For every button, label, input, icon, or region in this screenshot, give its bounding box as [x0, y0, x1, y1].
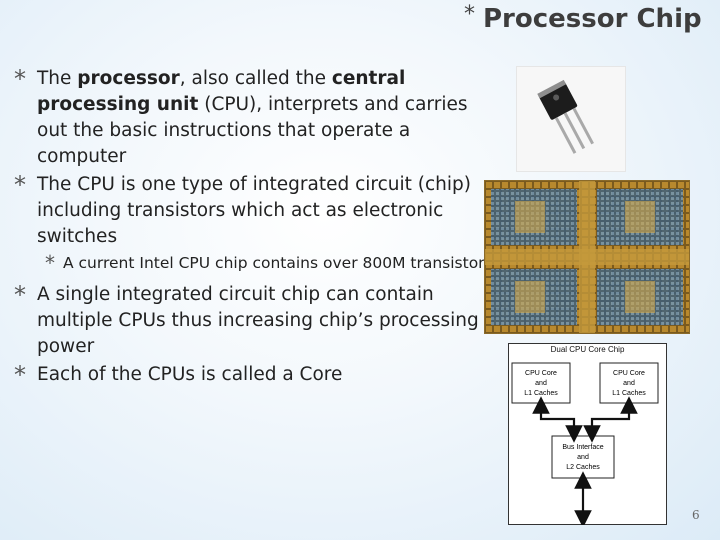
page-number: 6 [692, 508, 700, 522]
processor-die-photo [484, 180, 690, 334]
bullet-star: * [14, 171, 26, 199]
bullet-multiple-cpus: * A single integrated circuit chip can c… [14, 281, 479, 357]
cpu-core-1-and: and [535, 380, 547, 387]
chip-package-illustration [537, 79, 594, 154]
dual-core-diagram-svg: Dual CPU Core Chip CPU Core and L1 Cache… [508, 343, 667, 528]
cpu-core-1-cache: L1 Caches [524, 390, 558, 397]
bullet-list: * The processor, also called the central… [14, 66, 494, 390]
sub-bullet-transistors: * A current Intel CPU chip contains over… [45, 251, 493, 275]
processor-die-illustration [485, 181, 689, 333]
chip-package-photo [516, 66, 626, 172]
cpu-core-1-label: CPU Core [525, 370, 557, 377]
bus-interface-cache: L2 Caches [566, 464, 600, 471]
core-2-to-bus-arrow [583, 396, 638, 443]
bullet-integrated-circuit: * The CPU is one type of integrated circ… [14, 171, 472, 247]
dual-core-diagram: Dual CPU Core Chip CPU Core and L1 Cache… [508, 343, 667, 528]
bus-interface-label: Bus Interface [562, 444, 603, 451]
bullet-star: * [14, 281, 26, 309]
slide-title: * Processor Chip [464, 2, 702, 34]
term-processor: processor [77, 68, 180, 89]
title-bullet-star: * [464, 2, 475, 27]
bullet-processor-definition: * The processor, also called the central… [14, 65, 468, 167]
title-text: Processor Chip [483, 4, 702, 34]
core-1-to-bus-arrow [532, 396, 583, 443]
cpu-core-2-and: and [623, 380, 635, 387]
bullet-star: * [14, 65, 26, 93]
diagram-title: Dual CPU Core Chip [551, 345, 625, 354]
bus-interface-and: and [577, 454, 589, 461]
bullet-core: * Each of the CPUs is called a Core [14, 361, 343, 389]
term-cpu: central processing unit [37, 68, 406, 115]
bullet-star: * [45, 251, 55, 275]
cpu-core-2-cache: L1 Caches [612, 390, 646, 397]
cpu-core-2-label: CPU Core [613, 370, 645, 377]
bus-interface-box [551, 435, 615, 479]
bullet-star: * [14, 361, 26, 389]
